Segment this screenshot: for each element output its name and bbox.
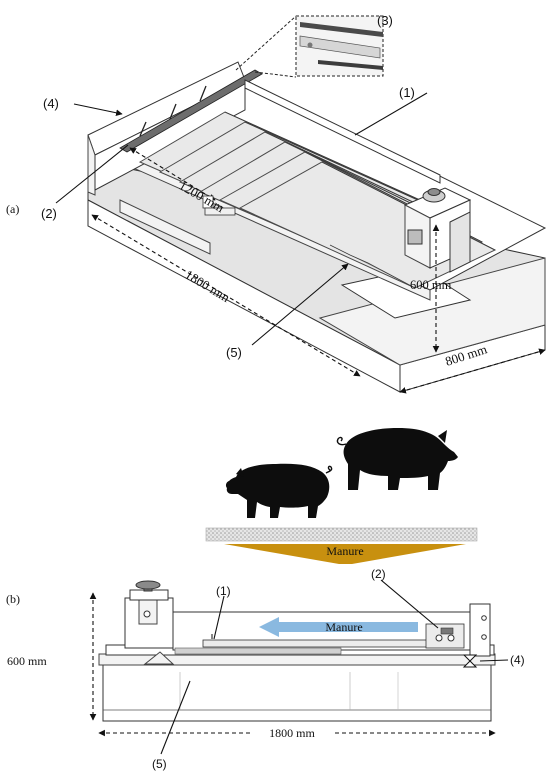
manure-arrow bbox=[224, 544, 466, 564]
panel-a: (a) (1) (2) (3) (4) (5) 1200 mm 1800 mm … bbox=[6, 13, 547, 394]
drag-chain bbox=[174, 647, 342, 655]
panel-b-tag: (b) bbox=[6, 592, 20, 606]
base-frame bbox=[102, 663, 492, 722]
flow-arrow bbox=[259, 617, 418, 637]
dim-length-b-label: 1800 mm bbox=[269, 726, 315, 740]
motor-knob bbox=[427, 188, 441, 196]
left-wall-side bbox=[87, 134, 96, 196]
pig-small-icon bbox=[225, 463, 333, 518]
leader-b1 bbox=[213, 595, 225, 640]
manure-arrow-label: Manure bbox=[326, 544, 363, 558]
panel-a-tag: (a) bbox=[6, 202, 19, 216]
leader-2 bbox=[55, 144, 129, 204]
callout-3: (3) bbox=[377, 13, 393, 28]
callout-1: (1) bbox=[399, 85, 415, 100]
right-post-bolt bbox=[481, 615, 487, 621]
side-rail bbox=[244, 79, 441, 184]
scraper-pin bbox=[139, 121, 147, 137]
sensor-icon bbox=[462, 654, 478, 662]
pig-small-tail bbox=[325, 465, 333, 474]
zoom-line bbox=[235, 15, 297, 71]
handwheel-icon bbox=[135, 580, 161, 590]
pig-large-tail bbox=[336, 436, 347, 446]
callout-5: (5) bbox=[226, 345, 242, 360]
support-wedge bbox=[143, 651, 175, 665]
inset-rail bbox=[299, 35, 381, 59]
callout-b5: (5) bbox=[152, 757, 167, 771]
scraper-slat bbox=[202, 639, 442, 648]
right-post bbox=[469, 603, 491, 657]
pig-small-body bbox=[225, 463, 330, 518]
leader-5 bbox=[251, 263, 349, 346]
floor-slat bbox=[205, 527, 478, 542]
side-view-machine bbox=[98, 580, 496, 722]
right-post-bolt bbox=[481, 634, 487, 640]
leader-1 bbox=[354, 92, 428, 136]
carriage-bolt bbox=[447, 634, 455, 642]
dim-height-b-label: 600 mm bbox=[7, 654, 47, 668]
dim-height-label: 600 mm bbox=[410, 278, 452, 292]
drain-slot bbox=[204, 207, 236, 216]
housing-plate bbox=[407, 229, 423, 245]
right-platform bbox=[318, 257, 546, 366]
isometric-machine bbox=[55, 15, 547, 394]
pig-large-ear bbox=[438, 430, 447, 443]
callout-b1: (1) bbox=[216, 584, 231, 598]
leader-4 bbox=[73, 103, 123, 117]
pig-large-icon bbox=[336, 428, 458, 490]
scraper-bar bbox=[119, 69, 263, 153]
flow-arrow-label: Manure bbox=[325, 620, 362, 634]
inset-slat bbox=[318, 60, 383, 70]
housing-bracket bbox=[449, 211, 471, 273]
leader-b4 bbox=[479, 659, 509, 662]
sensor-icon bbox=[462, 660, 478, 668]
left-housing-bolt bbox=[143, 610, 151, 618]
inset-bolt bbox=[307, 42, 313, 48]
carriage-bolt bbox=[435, 634, 443, 642]
inset-rail-dark bbox=[300, 22, 383, 37]
callout-b4: (4) bbox=[510, 653, 525, 667]
carriage-top bbox=[440, 627, 454, 635]
scraper-carriage bbox=[425, 623, 465, 649]
slat-edge bbox=[224, 111, 421, 201]
slat-edge bbox=[244, 121, 441, 211]
scraper-pin bbox=[169, 103, 177, 120]
callout-4: (4) bbox=[43, 96, 59, 111]
zoom-inset bbox=[235, 15, 384, 78]
zoom-line bbox=[254, 71, 297, 78]
motor-housing bbox=[403, 187, 472, 273]
leader-b2 bbox=[380, 579, 439, 629]
panel-b: Manure bbox=[6, 428, 525, 771]
callout-b2: (2) bbox=[371, 567, 386, 581]
pig-small-ear bbox=[236, 468, 244, 477]
dim-1200 bbox=[129, 147, 216, 201]
leader-b5 bbox=[160, 680, 191, 755]
pig-large-body bbox=[343, 428, 458, 490]
scraper-pin bbox=[199, 85, 207, 102]
callout-2: (2) bbox=[41, 206, 57, 221]
dim-1800 bbox=[91, 214, 361, 377]
